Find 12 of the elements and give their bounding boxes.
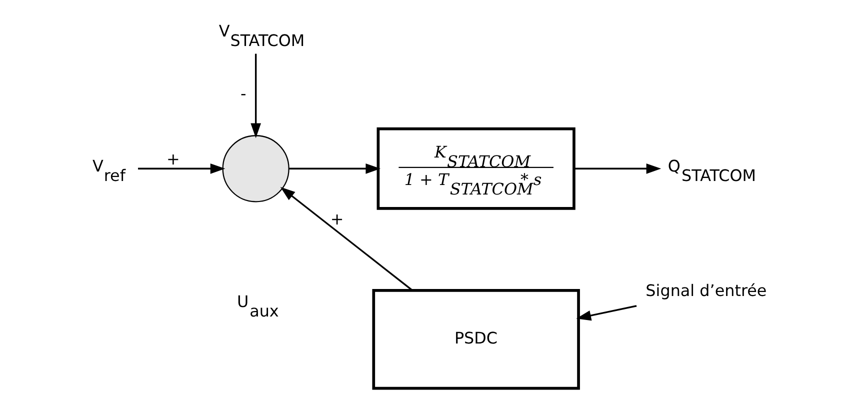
node-circle [222, 135, 290, 202]
arrow [138, 163, 226, 174]
edge-label: - [240, 84, 246, 103]
arrow [574, 163, 662, 174]
edge-label: + [330, 210, 344, 229]
edge-label: + [166, 149, 180, 168]
arrow [280, 186, 413, 291]
arrow [250, 54, 262, 138]
node-text: Signal d’entrée [646, 280, 767, 300]
arrow [289, 163, 381, 174]
arrow [576, 305, 637, 321]
node-box: PSDC [372, 289, 580, 390]
